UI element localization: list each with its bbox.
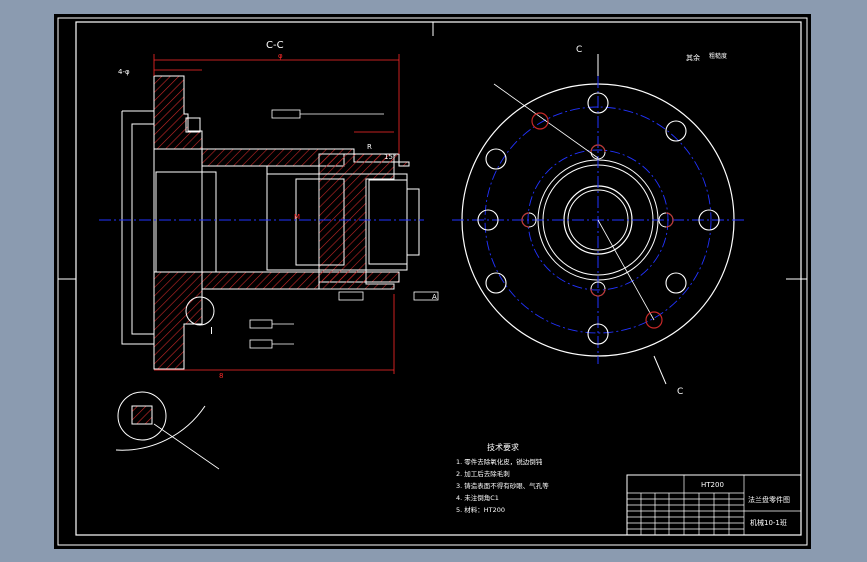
- detail-label: I: [210, 326, 213, 337]
- tech-req-item-2: 3. 铸造表面不得有砂眼、气孔等: [456, 481, 549, 490]
- hatch-region-upper: [153, 75, 203, 150]
- detail-view[interactable]: [115, 391, 220, 470]
- flange-front-view[interactable]: C C 其余 粗糙度: [452, 45, 744, 397]
- tech-req-item-4: 5. 材料：HT200: [456, 505, 505, 514]
- detail-leader: [153, 423, 220, 470]
- tech-req-item-1: 2. 加工后去除毛刺: [456, 469, 510, 478]
- section-dimensions: [153, 54, 400, 374]
- tech-req-item-0: 1. 零件去除氧化皮，锐边倒钝: [456, 457, 543, 466]
- detail-ring: [117, 391, 167, 441]
- section-outline: [121, 110, 420, 345]
- hatch-region-right: [318, 153, 395, 290]
- bolt-holes-threaded: [531, 112, 663, 329]
- cut-line-bottom: [653, 355, 667, 385]
- bolt-holes-outer: [477, 92, 720, 345]
- tech-req-title: 技术要求: [487, 442, 519, 452]
- outer-frame: [57, 17, 808, 546]
- datum-label: A: [432, 293, 437, 301]
- section-view[interactable]: C-C: [99, 40, 439, 380]
- dimension-mark-3: 15°: [384, 153, 396, 161]
- scale-label: 其余: [686, 53, 700, 62]
- detail-hatch: [131, 405, 153, 425]
- title-block-grid: [627, 475, 801, 535]
- leader-line-b: [597, 219, 655, 321]
- dimension-mark-0: φ: [278, 52, 283, 60]
- cad-drawing-svg: C-C: [57, 17, 808, 546]
- bolt-holes-inner-thread: [521, 144, 674, 297]
- section-marker-top: C: [576, 45, 582, 55]
- hatch-region-lower: [153, 271, 203, 370]
- dimension-mark-1: M: [294, 213, 300, 221]
- drawing-sheet: C-C: [54, 14, 811, 549]
- dimension-mark-5: 8: [219, 372, 223, 380]
- tolerance-frames: [249, 109, 439, 349]
- title-block[interactable]: HT200 法兰盘零件图 机械10-1班: [626, 474, 802, 536]
- leader-line-a: [493, 83, 599, 159]
- dimension-mark-4: 4-φ: [118, 68, 130, 76]
- title-part-name: 法兰盘零件图: [748, 495, 790, 504]
- dimension-mark-2: R: [367, 143, 372, 151]
- section-label: C-C: [266, 40, 284, 51]
- technical-requirements: 技术要求 1. 零件去除氧化皮，锐边倒钝 2. 加工后去除毛刺 3. 铸造表面不…: [456, 442, 549, 514]
- section-marker-bottom: C: [677, 387, 683, 397]
- title-drawing-no: 机械10-1班: [750, 518, 787, 527]
- detail-arc: [115, 405, 206, 451]
- title-material: HT200: [701, 481, 724, 489]
- tolerance-note: 粗糙度: [709, 52, 727, 60]
- tech-req-item-3: 4. 未注倒角C1: [456, 493, 499, 502]
- detail-circle: [185, 296, 215, 326]
